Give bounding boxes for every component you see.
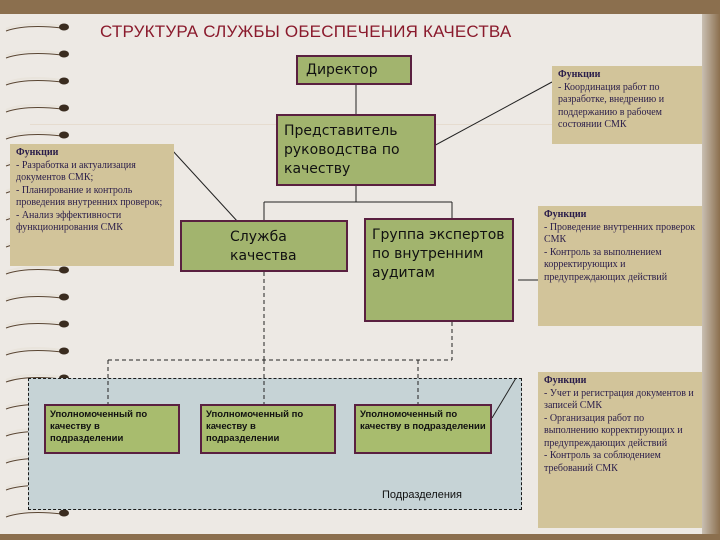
functions-note-left: Функции - Разработка и актуализация доку…	[10, 144, 174, 266]
slide-title: СТРУКТУРА СЛУЖБЫ ОБЕСПЕЧЕНИЯ КАЧЕСТВА	[100, 22, 512, 41]
quality-service-label: Служба качества	[230, 229, 297, 264]
unit-box: Уполномоченный по качеству в подразделен…	[354, 404, 492, 454]
note-heading: Функции	[558, 69, 601, 80]
unit-box: Уполномоченный по качеству в подразделен…	[44, 404, 180, 454]
note-heading: Функции	[544, 375, 587, 386]
note-line: - Контроль за выполнением корректирующих…	[544, 246, 668, 283]
note-line: - Разработка и актуализация документов С…	[16, 159, 136, 184]
note-line: - Учет и регистрация документов и записе…	[544, 387, 694, 412]
binding-ring	[5, 292, 69, 302]
audit-group-label: Группа экспертов по внутренним аудитам	[372, 227, 505, 281]
page-edge	[702, 14, 720, 534]
binding-ring	[5, 22, 69, 32]
representative-label: Представитель руководства по качеству	[284, 123, 400, 177]
functions-note-right-mid: Функции - Проведение внутренних проверок…	[538, 206, 702, 326]
quality-service-box: Служба качества	[180, 220, 348, 272]
binding-ring	[5, 319, 69, 329]
binding-ring	[5, 76, 69, 86]
note-heading: Функции	[16, 147, 59, 158]
note-heading: Функции	[544, 209, 587, 220]
unit-label: Уполномоченный по качеству в подразделен…	[206, 409, 304, 444]
note-line: - Координация работ по разработке, внедр…	[558, 81, 665, 131]
binding-ring	[5, 508, 69, 518]
note-line: - Планирование и контроль проведения вну…	[16, 184, 163, 209]
unit-label: Уполномоченный по качеству в подразделен…	[50, 409, 148, 444]
binding-ring	[5, 265, 69, 275]
note-line: - Организация работ по выполнению коррек…	[544, 412, 683, 449]
note-line: - Проведение внутренних проверок СМК	[544, 221, 696, 246]
note-line: - Контроль за соблюдением требований СМК	[544, 450, 661, 474]
note-line: - Анализ эффективности функционирования …	[16, 209, 123, 234]
director-box: Директор	[296, 55, 412, 85]
unit-label: Уполномоченный по качеству в подразделен…	[360, 409, 486, 432]
director-label: Директор	[306, 62, 378, 78]
unit-box: Уполномоченный по качеству в подразделен…	[200, 404, 336, 454]
units-zone-label: Подразделения	[382, 489, 462, 501]
audit-group-box: Группа экспертов по внутренним аудитам	[364, 218, 514, 322]
functions-note-right-bottom: Функции - Учет и регистрация документов …	[538, 372, 702, 528]
binding-ring	[5, 103, 69, 113]
binding-ring	[5, 49, 69, 59]
binding-ring	[5, 346, 69, 356]
binding-ring	[5, 130, 69, 140]
functions-note-right-top: Функции - Координация работ по разработк…	[552, 66, 702, 144]
representative-box: Представитель руководства по качеству	[276, 114, 436, 186]
